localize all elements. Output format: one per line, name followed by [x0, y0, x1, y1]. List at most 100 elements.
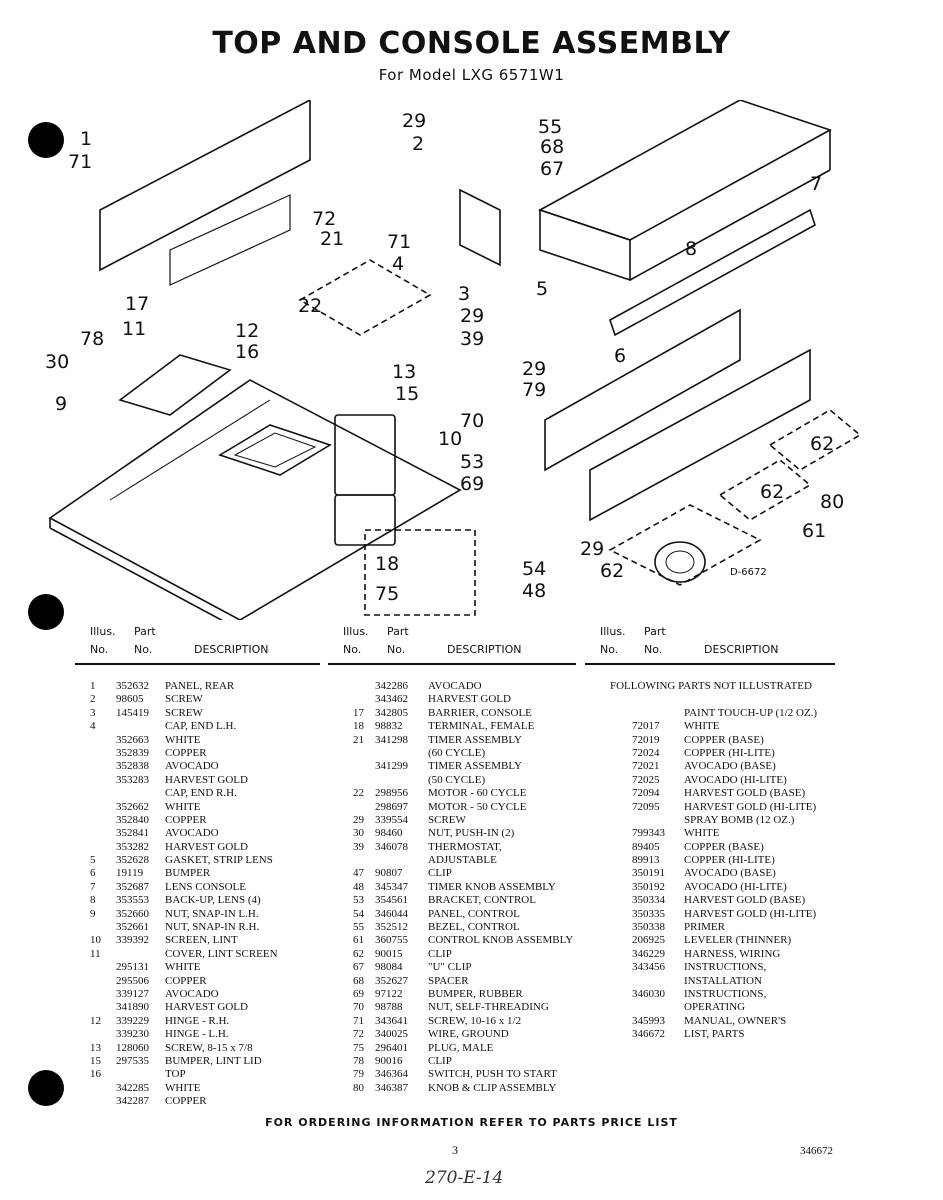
part-no: 72025: [632, 773, 660, 786]
part-no: 346387: [375, 1081, 408, 1094]
illus-no: 80: [353, 1081, 364, 1094]
part-no: 352627: [375, 974, 408, 987]
description: COPPER: [165, 1095, 207, 1108]
description: HARVEST GOLD (BASE): [684, 894, 806, 907]
callout-6: 6: [614, 345, 626, 367]
description: HARVEST GOLD: [165, 1001, 248, 1014]
description: COPPER: [165, 813, 207, 826]
illus-no: 71: [353, 1014, 364, 1027]
illus-no: 55: [353, 921, 364, 934]
header-rule-1: [75, 663, 320, 665]
illus-no: 7: [90, 880, 96, 893]
part-no: 346364: [375, 1068, 408, 1081]
description: LEVELER (THINNER): [684, 934, 792, 947]
rear-panel-shape: [99, 100, 311, 272]
description: PRIMER: [684, 921, 725, 934]
part-no: 360755: [375, 934, 408, 947]
part-no: 350335: [632, 907, 665, 920]
callout-29b: 29: [460, 305, 484, 327]
callout-78: 78: [80, 328, 104, 350]
description: BUMPER, LINT LID: [165, 1054, 262, 1067]
callout-30: 30: [45, 351, 69, 373]
callout-10: 10: [438, 428, 462, 450]
callout-18: 18: [375, 553, 399, 575]
description: ADJUSTABLE: [428, 854, 497, 867]
description: TIMER ASSEMBLY: [428, 760, 522, 773]
description: HARNESS, WIRING: [684, 947, 781, 960]
illus-no: 5: [90, 854, 96, 867]
description: COVER, LINT SCREEN: [165, 947, 278, 960]
part-no: 799343: [632, 827, 665, 840]
description: TOP: [165, 1068, 186, 1081]
illus-no: 30: [353, 827, 364, 840]
description: COPPER (HI-LITE): [684, 746, 775, 759]
illus-no: 8: [90, 894, 96, 907]
description: (60 CYCLE): [428, 746, 486, 759]
part-no: 339392: [116, 934, 149, 947]
callout-80: 80: [820, 491, 844, 513]
callout-11: 11: [122, 318, 146, 340]
description: COPPER (HI-LITE): [684, 854, 775, 867]
part-no: 352628: [116, 854, 149, 867]
illus-no: 79: [353, 1068, 364, 1081]
illus-no: 18: [353, 720, 364, 733]
callout-7: 7: [810, 173, 822, 195]
part-no: 353553: [116, 894, 149, 907]
description: BARRIER, CONSOLE: [428, 706, 532, 719]
part-no: 90015: [375, 947, 403, 960]
description: WHITE: [165, 800, 201, 813]
description: PAINT TOUCH-UP (1/2 OZ.): [684, 706, 818, 719]
callout-4: 4: [392, 253, 404, 275]
callout-16: 16: [235, 341, 259, 363]
part-no: 346672: [632, 1028, 665, 1041]
description: "U" CLIP: [428, 961, 472, 974]
part-no: 72017: [632, 720, 660, 733]
callout-79: 79: [522, 379, 546, 401]
illus-no: 2: [90, 693, 96, 706]
part-no: 345993: [632, 1014, 665, 1027]
description: HARVEST GOLD: [165, 840, 248, 853]
part-no: 90807: [375, 867, 403, 880]
callout-15: 15: [395, 383, 419, 405]
description: CAP, END L.H.: [165, 720, 237, 733]
part-no: 19119: [116, 867, 144, 880]
part-no: 346030: [632, 987, 665, 1000]
lint-screen-shape: [334, 414, 396, 496]
description: NUT, SNAP-IN R.H.: [165, 921, 260, 934]
part-no: 339230: [116, 1028, 149, 1041]
part-no: 350334: [632, 894, 665, 907]
callout-53: 53: [460, 451, 484, 473]
part-no: 352838: [116, 760, 149, 773]
illus-no: 53: [353, 894, 364, 907]
description: NUT, PUSH-IN (2): [428, 827, 515, 840]
part-no: 352839: [116, 746, 149, 759]
description: BUMPER: [165, 867, 211, 880]
callout-2: 2: [412, 133, 424, 155]
description: AVOCADO (HI-LITE): [684, 880, 787, 893]
part-no: 97122: [375, 987, 403, 1000]
part-no: 298956: [375, 787, 408, 800]
description: AVOCADO (BASE): [684, 867, 776, 880]
top-shape: [48, 379, 462, 620]
part-no: 346229: [632, 947, 665, 960]
illus-no: 75: [353, 1041, 364, 1054]
description: AVOCADO (HI-LITE): [684, 773, 787, 786]
part-no: 346078: [375, 840, 408, 853]
part-no: 341298: [375, 733, 408, 746]
part-no: 295506: [116, 974, 149, 987]
description: HARVEST GOLD: [428, 693, 511, 706]
description: SPRAY BOMB (12 OZ.): [684, 813, 795, 826]
description: MOTOR - 60 CYCLE: [428, 787, 527, 800]
description: SPACER: [428, 974, 469, 987]
callout-75: 75: [375, 583, 399, 605]
part-no: 352632: [116, 680, 149, 692]
part-no: 352512: [375, 921, 408, 934]
callout-69: 69: [460, 473, 484, 495]
part-no: 90016: [375, 1054, 403, 1067]
illus-no: 48: [353, 880, 364, 893]
illus-no: 78: [353, 1054, 364, 1067]
part-no: 350192: [632, 880, 665, 893]
part-no: 352687: [116, 880, 149, 893]
part-no: 206925: [632, 934, 665, 947]
description: COPPER: [165, 974, 207, 987]
